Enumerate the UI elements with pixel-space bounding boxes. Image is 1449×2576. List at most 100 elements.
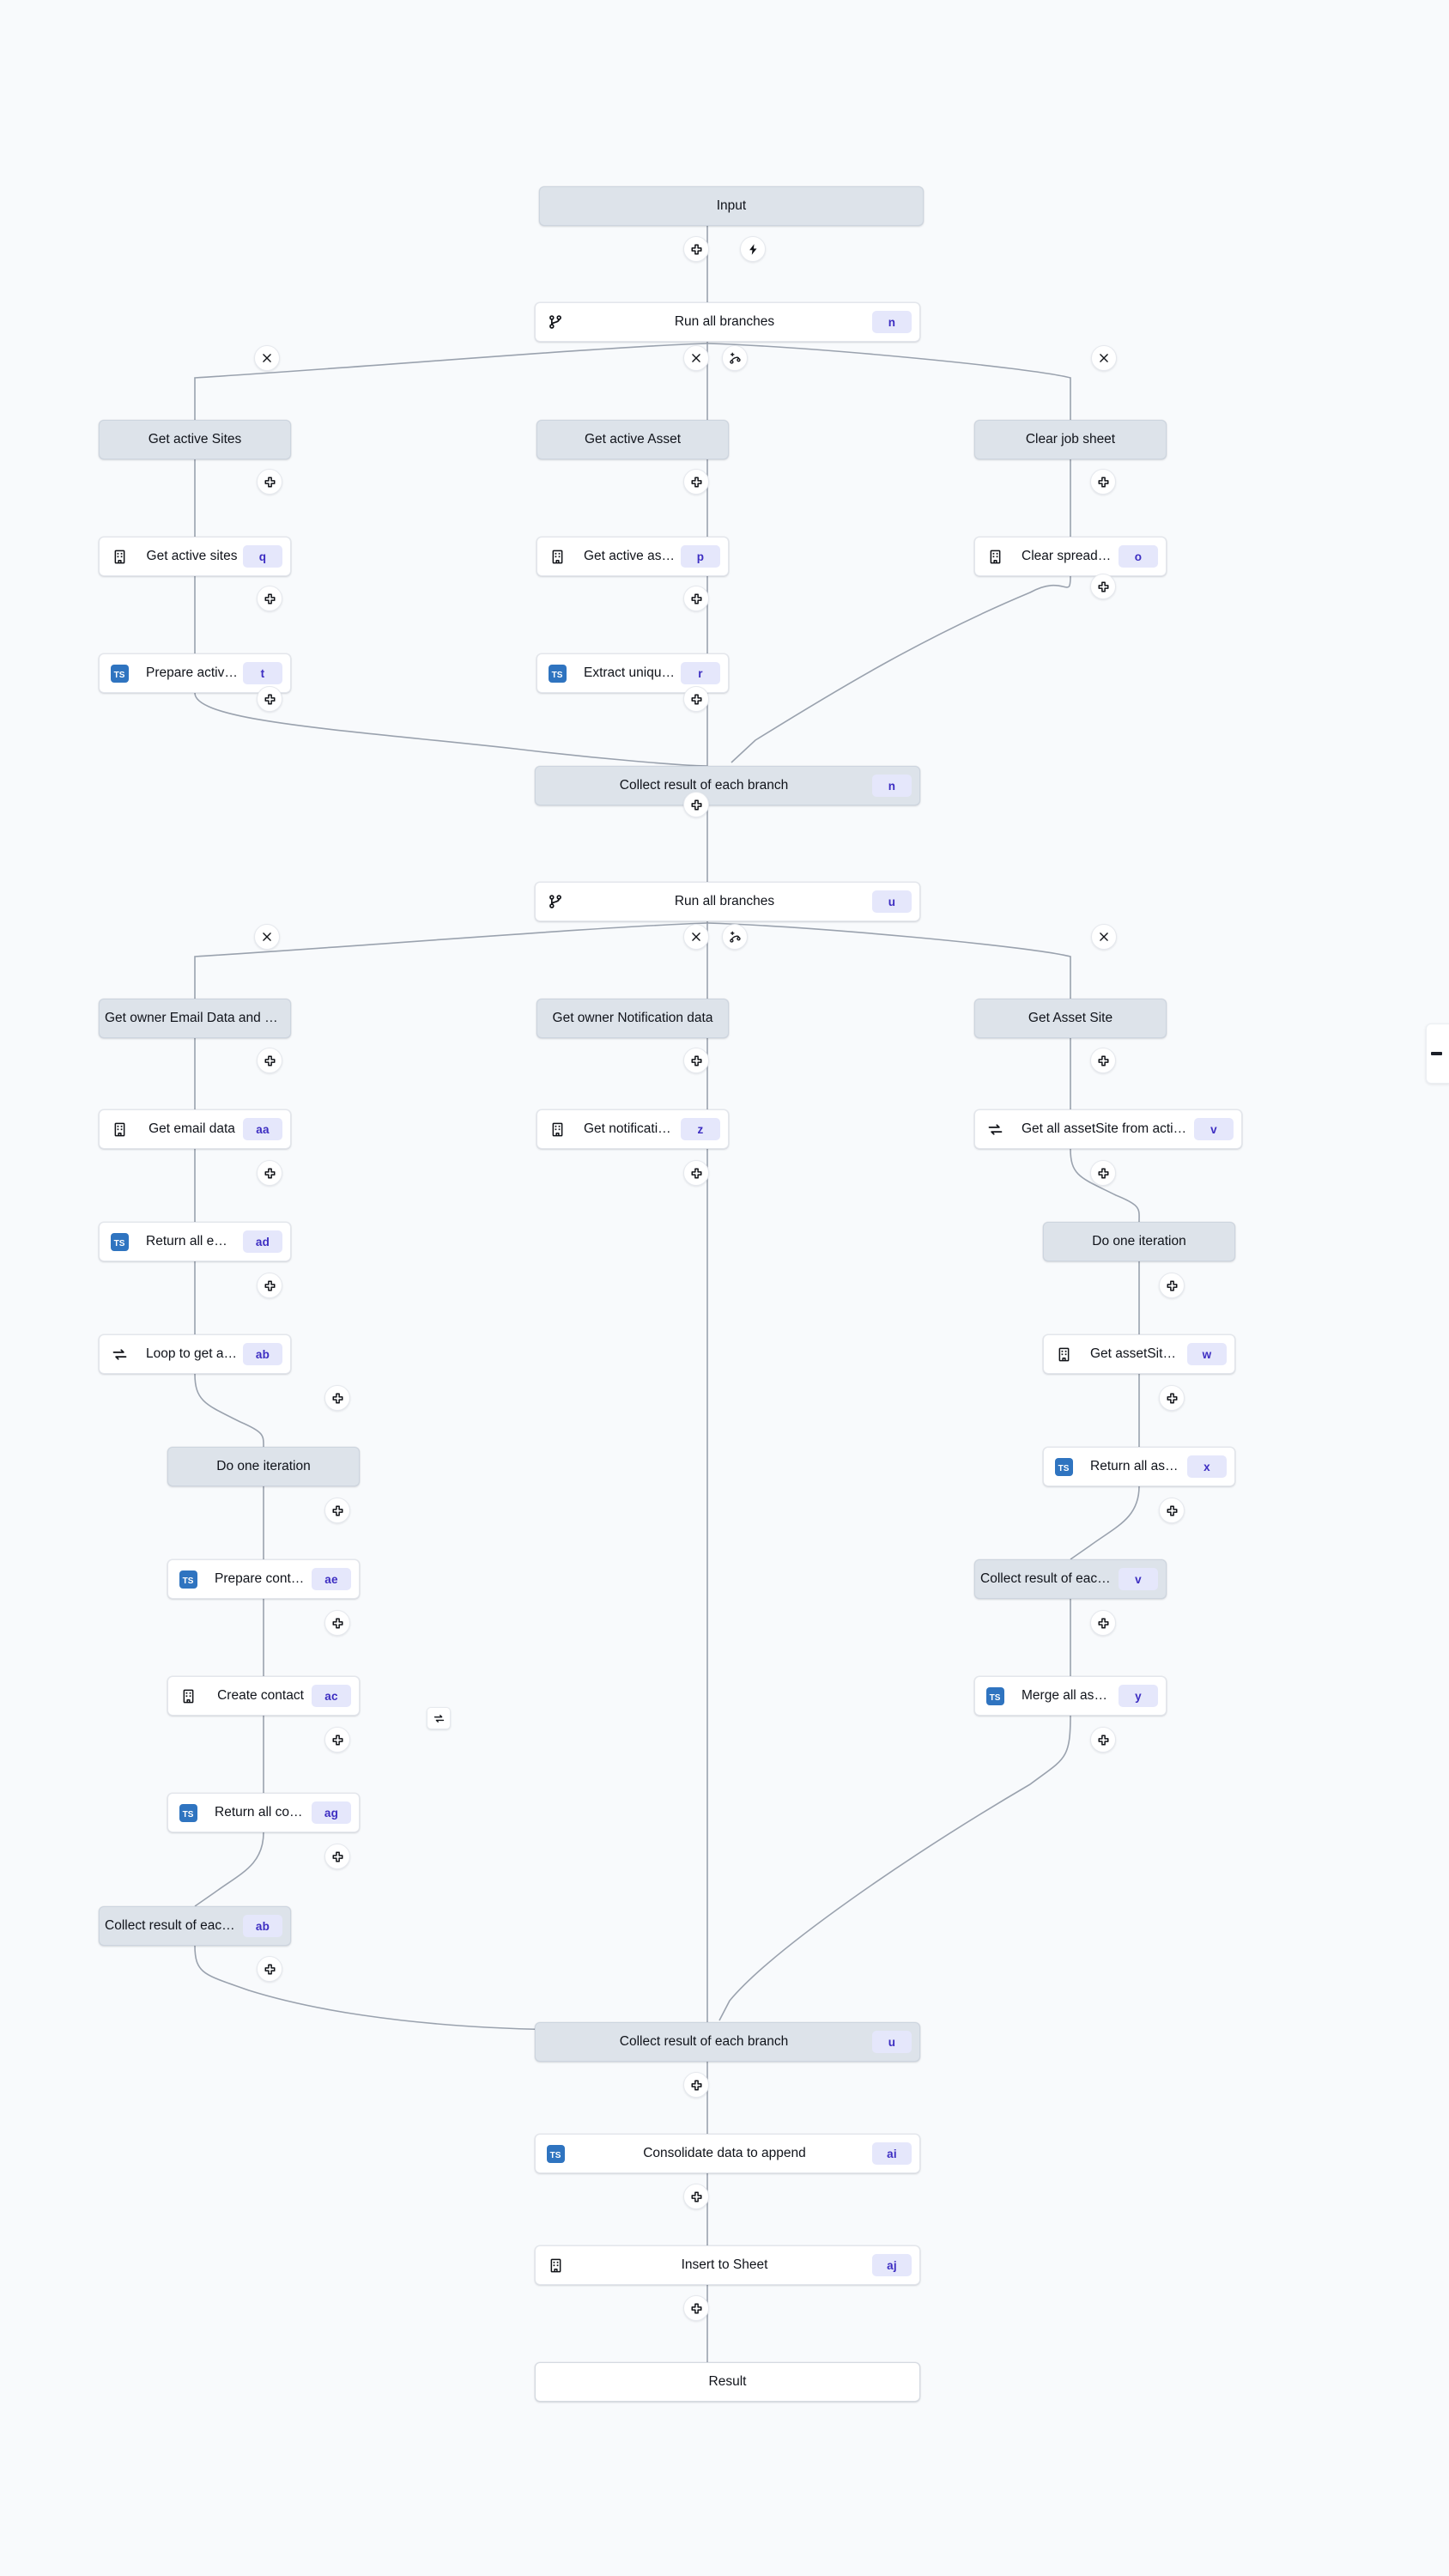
node-grp_iter_l[interactable]: Do one iteration — [167, 1447, 360, 1486]
add-handle-insert-sheet[interactable] — [683, 2295, 709, 2321]
add-handle-get-notif[interactable] — [683, 1160, 709, 1186]
trigger-handle-input[interactable] — [740, 236, 766, 262]
node-grp_notif[interactable]: Get owner Notification data — [537, 999, 729, 1038]
add-handle-asset-group[interactable] — [683, 469, 709, 495]
add-handle-clearsheet[interactable] — [1090, 574, 1116, 599]
add-handle-sites-group[interactable] — [257, 469, 282, 495]
building-icon — [541, 2245, 570, 2285]
add-handle-return-assetsite[interactable] — [1159, 1498, 1185, 1523]
add-handle-email-group[interactable] — [257, 1048, 282, 1073]
node-id-badge: t — [243, 662, 282, 684]
building-icon — [543, 537, 572, 576]
add-handle-assetsite-group[interactable] — [1090, 1048, 1116, 1073]
add-handle-collect-u[interactable] — [683, 2072, 709, 2098]
add-handle-prep-siteids[interactable] — [257, 686, 282, 712]
close-handle-branch-email[interactable] — [254, 924, 280, 950]
add-handle-return-contactids[interactable] — [324, 1844, 350, 1869]
add-handle-get-all-assetsite[interactable] — [1090, 1160, 1116, 1186]
node-label: Collect result of each iteration — [105, 1919, 243, 1933]
building-icon — [105, 537, 134, 576]
close-handle-branch-sites[interactable] — [254, 345, 280, 371]
add-handle-jobsheet-group[interactable] — [1090, 469, 1116, 495]
node-label: Run all branches — [674, 315, 775, 329]
close-handle-branch-jobsheet[interactable] — [1091, 345, 1117, 371]
typescript-icon: TS — [173, 1793, 203, 1832]
typescript-badge: TS — [179, 1570, 197, 1589]
add-handle-collect-iteration-v[interactable] — [1090, 1610, 1116, 1636]
add-handle-merge-assetsites[interactable] — [1090, 1727, 1116, 1753]
node-result[interactable]: Result — [535, 2362, 920, 2402]
node-id-badge: ag — [312, 1801, 351, 1824]
node-grp_asset[interactable]: Get active Asset — [537, 420, 729, 459]
node-collect_iter_ab[interactable]: Collect result of each iterationab — [99, 1906, 291, 1946]
node-get_all_as[interactable]: Get all assetSite from active sites only… — [974, 1109, 1242, 1149]
node-label: Get active Sites — [148, 433, 242, 447]
close-handle-branch-assetsite[interactable] — [1091, 924, 1117, 950]
retry-chip-create-contact[interactable] — [427, 1707, 451, 1729]
node-id-badge: x — [1187, 1455, 1227, 1478]
typescript-badge: TS — [179, 1803, 197, 1822]
add-handle-return-emails[interactable] — [257, 1273, 282, 1298]
add-handle-loop-contact[interactable] — [324, 1385, 350, 1411]
add-handle-prep-contact[interactable] — [324, 1610, 350, 1636]
close-handle-branch-notif[interactable] — [683, 924, 709, 950]
add-branch-handle-n[interactable] — [722, 345, 748, 371]
node-grp_iter_r[interactable]: Do one iteration — [1043, 1222, 1235, 1261]
building-icon — [1049, 1334, 1078, 1374]
add-handle-collect-iteration-ab[interactable] — [257, 1956, 282, 1982]
node-grp_sites[interactable]: Get active Sites — [99, 420, 291, 459]
node-id-badge: ad — [243, 1230, 282, 1253]
add-handle-input-to-run-n[interactable] — [683, 236, 709, 262]
add-handle-consolidate[interactable] — [683, 2184, 709, 2209]
node-id-badge: u — [872, 890, 912, 913]
add-handle-iteration-right[interactable] — [1159, 1273, 1185, 1298]
node-grp_email[interactable]: Get owner Email Data and Contact Ids — [99, 999, 291, 1038]
add-handle-iteration-left[interactable] — [324, 1498, 350, 1523]
node-get_notif[interactable]: Get notification dataz — [537, 1109, 729, 1149]
node-label: Get owner Email Data and Contact Ids — [105, 1012, 290, 1025]
add-handle-get-assetsite[interactable] — [1159, 1385, 1185, 1411]
add-handle-collect-n[interactable] — [683, 792, 709, 817]
close-handle-branch-asset[interactable] — [683, 345, 709, 371]
node-label: Prepare activeSiteIds — [146, 666, 243, 680]
node-input[interactable]: Input — [539, 186, 924, 226]
add-handle-getsites[interactable] — [257, 586, 282, 611]
add-branch-handle-u[interactable] — [722, 924, 748, 950]
node-grp_jobsheet[interactable]: Clear job sheet — [974, 420, 1167, 459]
node-label: Merge all assetSites into 1 array — [1022, 1689, 1119, 1703]
node-collect_iter_v[interactable]: Collect result of each iterationv — [974, 1559, 1167, 1599]
node-id-badge: ai — [872, 2142, 912, 2165]
add-handle-notif-group[interactable] — [683, 1048, 709, 1073]
node-loop_contact[interactable]: Loop to get all contact IDab — [99, 1334, 291, 1374]
node-id-badge: ae — [312, 1568, 351, 1590]
add-handle-get-email[interactable] — [257, 1160, 282, 1186]
add-handle-extract-owners[interactable] — [683, 686, 709, 712]
node-id-badge: ac — [312, 1685, 351, 1707]
node-grp_assetsite[interactable]: Get Asset Site — [974, 999, 1167, 1038]
offscreen-panel-sliver[interactable] — [1426, 1024, 1449, 1084]
add-handle-getasset[interactable] — [683, 586, 709, 611]
node-clear_sheet1[interactable]: Clear spreadsheet sheet 1o — [974, 537, 1167, 576]
add-handle-create-contact[interactable] — [324, 1727, 350, 1753]
node-get_as_site[interactable]: Get assetSite by siteIdw — [1043, 1334, 1235, 1374]
node-id-badge: w — [1187, 1343, 1227, 1365]
typescript-badge: TS — [546, 2144, 565, 2163]
node-id-badge: p — [681, 545, 720, 568]
